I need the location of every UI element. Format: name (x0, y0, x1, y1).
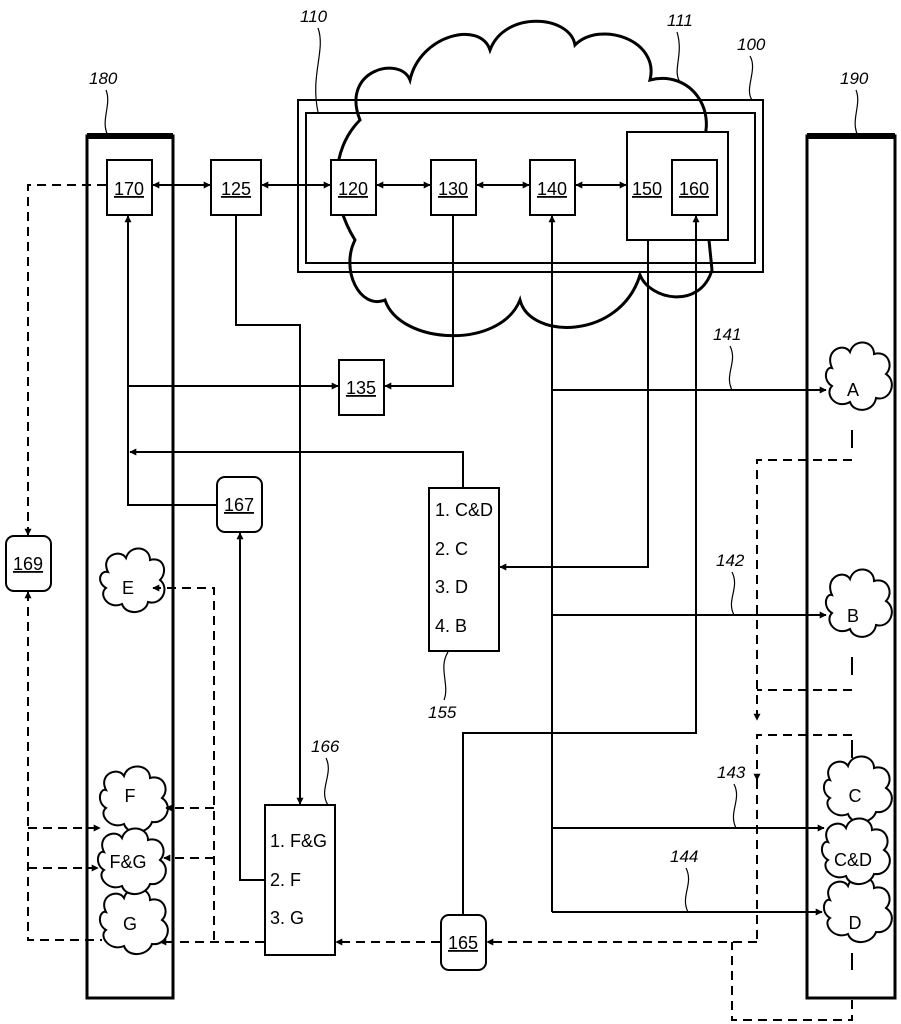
cloud-CD-label: C&D (834, 850, 872, 870)
cloud-B-label: B (847, 606, 859, 626)
cloud-A-label: A (847, 380, 859, 400)
list-166-item-3: 3. G (270, 908, 304, 928)
list-155-item-4: 4. B (435, 616, 467, 636)
box-167-label: 167 (224, 495, 254, 515)
box-135-label: 135 (346, 378, 376, 398)
cloud-C-label: C (849, 786, 862, 806)
ref-110: 110 (300, 7, 328, 26)
list-166-item-1: 1. F&G (270, 831, 327, 851)
ref-141: 141 (713, 325, 741, 344)
ref-144: 144 (670, 847, 698, 866)
ref-190: 190 (840, 69, 869, 88)
list-155-item-3: 3. D (435, 577, 468, 597)
box-125-label: 125 (221, 179, 251, 199)
ref-155: 155 (428, 703, 457, 722)
box-170-label: 170 (114, 179, 144, 199)
cloud-F-label: F (125, 786, 136, 806)
cloud-G-label: G (123, 914, 137, 934)
box-120-label: 120 (338, 179, 368, 199)
cloud-E-label: E (122, 578, 134, 598)
box-165-label: 165 (448, 933, 478, 953)
box-160-label: 160 (679, 179, 709, 199)
list-166-item-2: 2. F (270, 870, 301, 890)
cloud-D-label: D (849, 913, 862, 933)
ref-142: 142 (716, 551, 745, 570)
box-130-label: 130 (438, 179, 468, 199)
cloud-B (826, 569, 892, 636)
ref-166: 166 (311, 737, 340, 756)
ref-100: 100 (737, 35, 766, 54)
list-155-item-1: 1. C&D (435, 500, 493, 520)
list-155-item-2: 2. C (435, 539, 468, 559)
box-150-label: 150 (632, 179, 662, 199)
cloud-FG-label: F&G (109, 852, 146, 872)
box-169-label: 169 (13, 554, 43, 574)
box-140-label: 140 (537, 179, 567, 199)
ref-111: 111 (667, 11, 693, 30)
ref-143: 143 (717, 763, 746, 782)
ref-180: 180 (89, 69, 118, 88)
